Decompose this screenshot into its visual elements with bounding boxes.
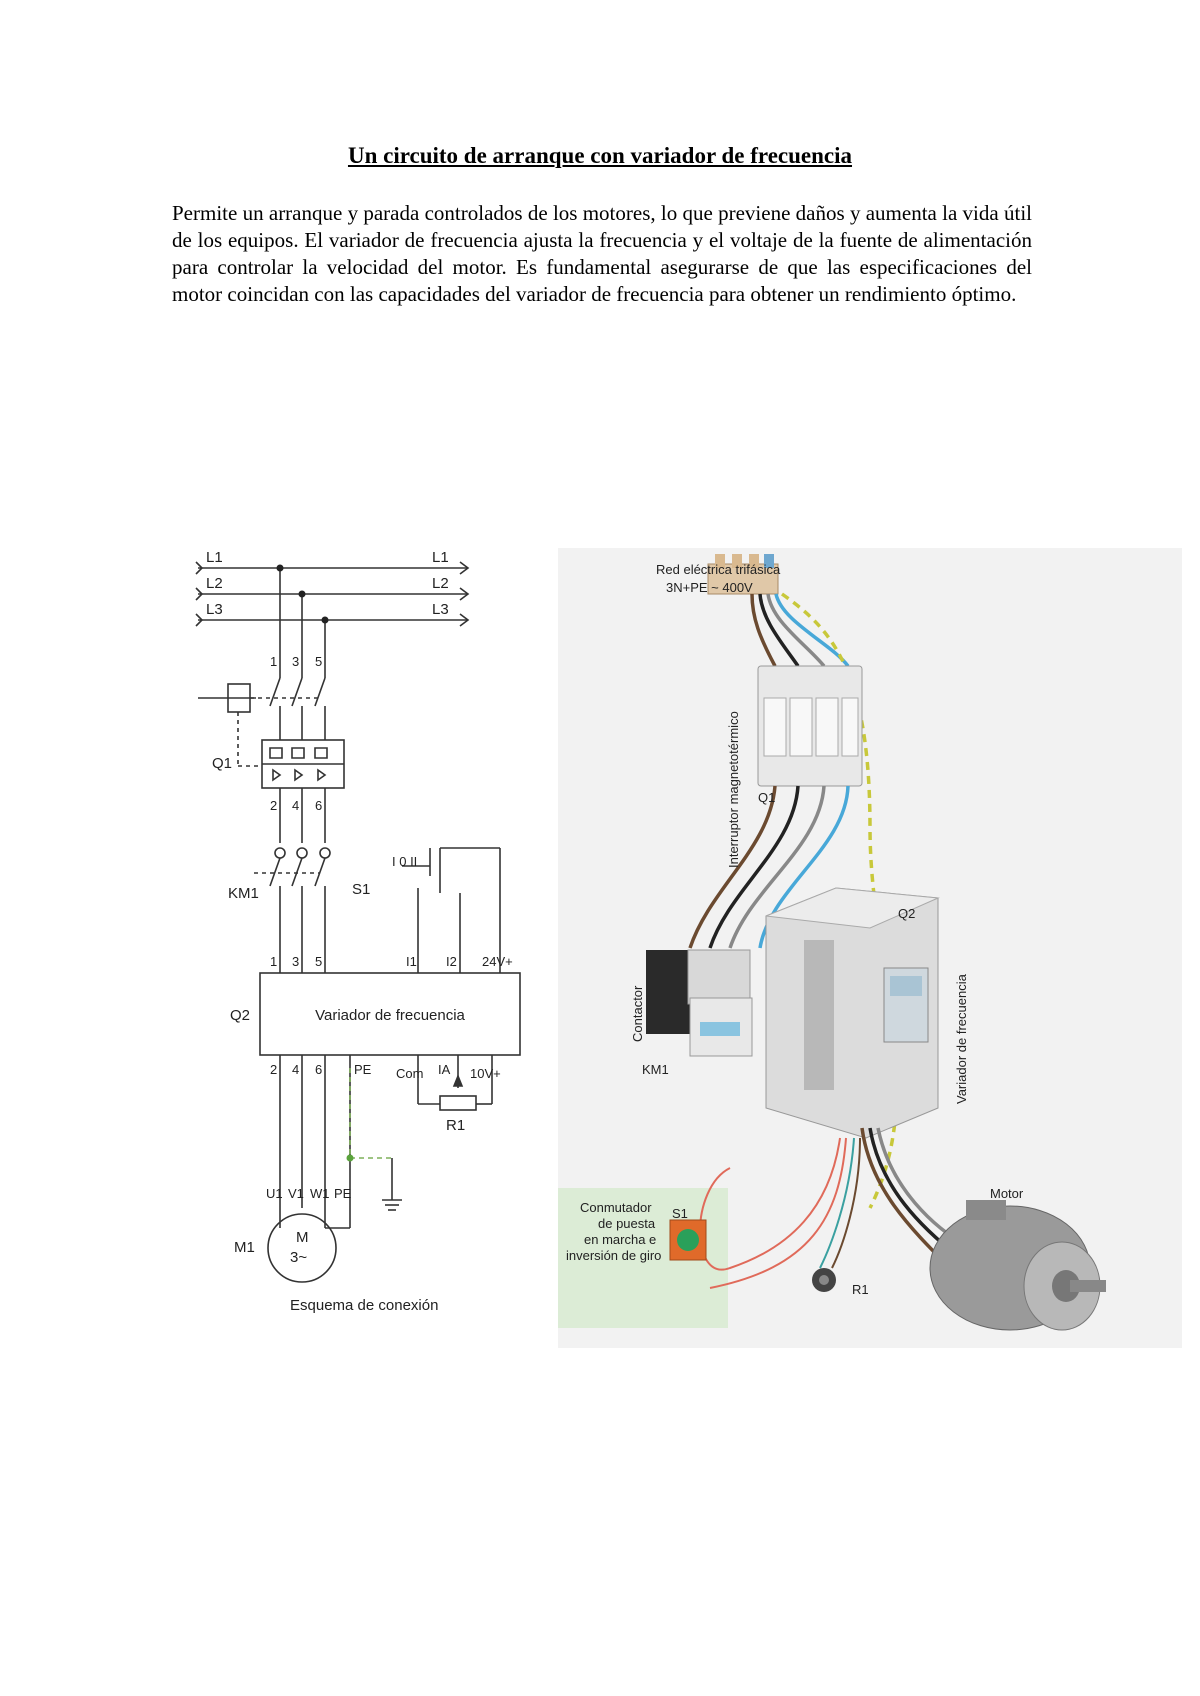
drive-terminal-i2: I2 bbox=[446, 954, 457, 969]
label-l2-left: L2 bbox=[206, 575, 223, 592]
junction-dot bbox=[276, 564, 284, 572]
drive-terminal-1: 1 bbox=[270, 954, 277, 969]
motor-terminal-v1: V1 bbox=[288, 1186, 304, 1201]
drive-terminal-i1: I1 bbox=[406, 954, 417, 969]
label-l3-right: L3 bbox=[432, 601, 449, 618]
schematic-caption: Esquema de conexión bbox=[290, 1297, 438, 1314]
drive-terminal-6: 6 bbox=[315, 1062, 322, 1077]
terminal-5: 5 bbox=[315, 654, 322, 669]
potentiometer-r1 bbox=[812, 1268, 836, 1292]
label-l1-left: L1 bbox=[206, 549, 223, 566]
wiring-figure-svg: L1 L2 L3 L1 L2 L3 1 3 5 Q1 2 4 6 KM1 S1 … bbox=[195, 548, 1182, 1348]
drive-illustration-label: Variador de frecuencia bbox=[954, 973, 969, 1104]
motor-terminal-u1: U1 bbox=[266, 1186, 283, 1201]
drive-terminal-10v: 10V+ bbox=[470, 1066, 501, 1081]
pe-junction-dot bbox=[346, 1154, 354, 1162]
drive-terminal-ia: IA bbox=[438, 1062, 451, 1077]
label-q1: Q1 bbox=[212, 755, 232, 772]
drive-id: Q2 bbox=[898, 906, 915, 921]
contactor-label: Contactor bbox=[630, 985, 645, 1042]
drive-q2 bbox=[765, 887, 940, 1139]
label-s1-positions: I 0 II bbox=[392, 854, 417, 869]
motor-symbol-3phase: 3~ bbox=[290, 1249, 307, 1266]
drive-terminal-3: 3 bbox=[292, 954, 299, 969]
motor-label: Motor bbox=[990, 1186, 1024, 1201]
switch-id: S1 bbox=[672, 1206, 688, 1221]
motor-terminal-w1: W1 bbox=[310, 1186, 330, 1201]
junction-dot bbox=[321, 616, 329, 624]
label-km1: KM1 bbox=[228, 885, 259, 902]
drive-box-label: Variador de frecuencia bbox=[315, 1007, 465, 1024]
switch-label-line3: en marcha e bbox=[584, 1232, 656, 1247]
label-m1: M1 bbox=[234, 1239, 255, 1256]
contactor-id: KM1 bbox=[642, 1062, 669, 1077]
drive-terminal-24v: 24V+ bbox=[482, 954, 513, 969]
drive-terminal-4: 4 bbox=[292, 1062, 299, 1077]
drive-terminal-2: 2 bbox=[270, 1062, 277, 1077]
body-paragraph: Permite un arranque y parada controlados… bbox=[172, 201, 1032, 306]
switch-label-line1: Conmutador bbox=[580, 1200, 652, 1215]
motor bbox=[929, 1200, 1106, 1331]
switch-label-line2: de puesta bbox=[598, 1216, 656, 1231]
switch-label-line4: inversión de giro bbox=[566, 1248, 661, 1263]
supply-label-line2: 3N+PE ~ 400V bbox=[666, 580, 753, 595]
terminal-2: 2 bbox=[270, 798, 277, 813]
terminal-1: 1 bbox=[270, 654, 277, 669]
motor-symbol-m: M bbox=[296, 1229, 309, 1246]
connection-schematic bbox=[195, 561, 521, 1283]
label-s1: S1 bbox=[352, 881, 370, 898]
terminal-3: 3 bbox=[292, 654, 299, 669]
label-l1-right: L1 bbox=[432, 549, 449, 566]
wiring-figure: L1 L2 L3 L1 L2 L3 1 3 5 Q1 2 4 6 KM1 S1 … bbox=[170, 548, 1182, 1448]
supply-label-line1: Red eléctrica trifásica bbox=[656, 562, 781, 577]
drive-terminal-com: Com bbox=[396, 1066, 423, 1081]
contactor-km1 bbox=[646, 949, 753, 1057]
breaker-label: Interruptor magnetotérmico bbox=[726, 711, 741, 868]
breaker-q1 bbox=[757, 665, 863, 787]
drive-terminal-5: 5 bbox=[315, 954, 322, 969]
supply-terminal-block bbox=[707, 554, 779, 595]
terminal-6: 6 bbox=[315, 798, 322, 813]
terminal-4: 4 bbox=[292, 798, 299, 813]
label-l2-right: L2 bbox=[432, 575, 449, 592]
junction-dot bbox=[298, 590, 306, 598]
label-r1: R1 bbox=[446, 1117, 465, 1134]
installation-illustration bbox=[558, 548, 1182, 1348]
label-l3-left: L3 bbox=[206, 601, 223, 618]
switch-s1 bbox=[669, 1219, 707, 1261]
pot-id: R1 bbox=[852, 1282, 869, 1297]
label-q2: Q2 bbox=[230, 1007, 250, 1024]
drive-terminal-pe: PE bbox=[354, 1062, 372, 1077]
page-title: Un circuito de arranque con variador de … bbox=[347, 143, 853, 168]
breaker-id: Q1 bbox=[758, 790, 775, 805]
motor-terminal-pe: PE bbox=[334, 1186, 352, 1201]
